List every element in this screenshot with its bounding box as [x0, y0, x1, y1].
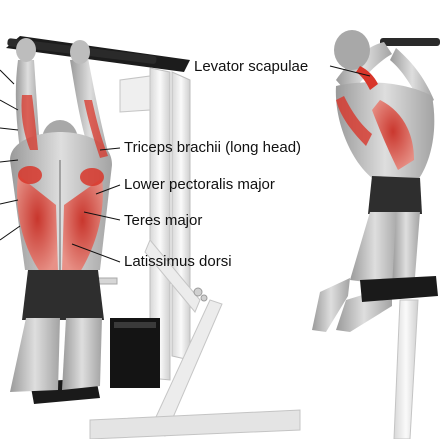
label-latissimus-dorsi: Latissimus dorsi [124, 253, 232, 270]
label-teres-major: Teres major [124, 212, 203, 229]
assisted-pullup-machine-left [6, 36, 301, 440]
label-triceps-long-head: Triceps brachii (long head) [124, 139, 302, 156]
label-levator-scapulae: Levator scapulae [194, 58, 309, 75]
label-lower-pectoralis-major: Lower pectoralis major [124, 176, 275, 193]
leader-lines [0, 65, 371, 263]
figure-back-view [10, 38, 112, 392]
figure-side-view [312, 30, 440, 440]
